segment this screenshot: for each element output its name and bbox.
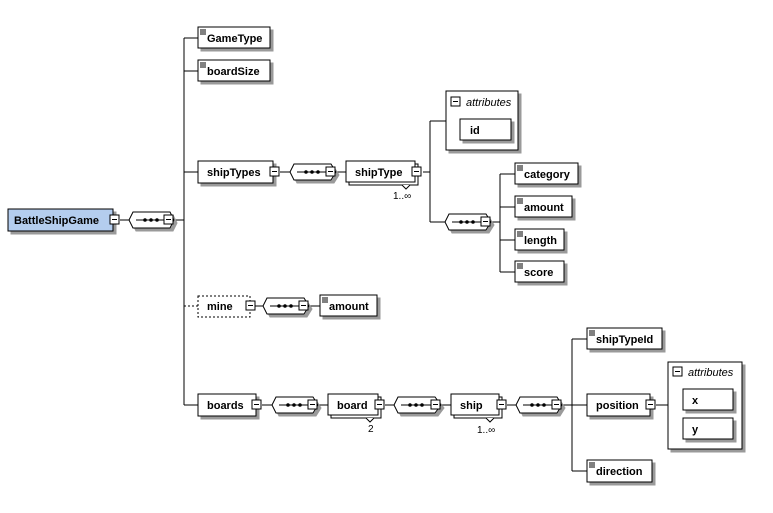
collapse-minus-icon[interactable]	[411, 166, 422, 177]
simple-type-icon	[589, 330, 595, 336]
sequence-compositor-icon[interactable]	[393, 396, 442, 414]
shiptype-occurrence: 1..∞	[393, 191, 411, 202]
element-score[interactable]: score	[514, 260, 565, 283]
element-boards[interactable]: boards	[197, 393, 262, 417]
element-boards-label: boards	[207, 400, 244, 412]
attribute-id-label: id	[470, 125, 480, 137]
collapse-minus-icon[interactable]	[430, 399, 441, 410]
element-shiptypeid[interactable]: shipTypeId	[586, 327, 663, 350]
element-boardsize-label: boardSize	[207, 66, 260, 78]
simple-type-icon	[517, 198, 523, 204]
element-gametype-label: GameType	[207, 33, 262, 45]
element-board-label: board	[337, 400, 368, 412]
collapse-minus-icon[interactable]	[551, 399, 562, 410]
element-position-label: position	[596, 400, 639, 412]
sequence-compositor-icon[interactable]	[262, 297, 310, 315]
element-gametype[interactable]: GameType	[197, 26, 271, 49]
element-mine-amount-label: amount	[329, 301, 369, 313]
attribute-y-label: y	[692, 424, 699, 436]
simple-type-icon	[589, 462, 595, 468]
simple-type-icon	[200, 62, 206, 68]
attribute-x-label: x	[692, 395, 699, 407]
attributes-title: attributes	[688, 367, 734, 379]
collapse-minus-icon[interactable]	[245, 300, 256, 311]
collapse-minus-icon[interactable]	[672, 366, 683, 377]
collapse-minus-icon[interactable]	[325, 166, 336, 177]
root-element-label: BattleShipGame	[14, 215, 99, 227]
element-length[interactable]: length	[514, 228, 565, 251]
simple-type-icon	[517, 263, 523, 269]
element-shiptypes[interactable]: shipTypes	[197, 160, 280, 184]
simple-type-icon	[200, 29, 206, 35]
connector-lines	[120, 37, 668, 472]
collapse-minus-icon[interactable]	[645, 399, 656, 410]
element-shiptypeid-label: shipTypeId	[596, 334, 653, 346]
sequence-compositor-icon[interactable]	[128, 211, 175, 229]
collapse-minus-icon[interactable]	[496, 399, 507, 410]
element-direction-label: direction	[596, 466, 643, 478]
element-shiptype-label: shipType	[355, 167, 402, 179]
collapse-minus-icon[interactable]	[163, 214, 174, 225]
element-ship[interactable]: ship 1..∞	[450, 393, 507, 436]
element-board[interactable]: board 2	[327, 393, 385, 435]
simple-type-icon	[517, 231, 523, 237]
element-score-label: score	[524, 267, 553, 279]
element-category[interactable]: category	[514, 162, 579, 185]
collapse-minus-icon[interactable]	[109, 214, 120, 225]
collapse-minus-icon[interactable]	[450, 96, 461, 107]
element-category-label: category	[524, 169, 571, 181]
element-length-label: length	[524, 235, 557, 247]
attribute-id[interactable]: id	[459, 118, 512, 141]
element-shiptypes-label: shipTypes	[207, 167, 261, 179]
element-mine[interactable]: mine	[197, 295, 256, 318]
simple-type-icon	[517, 165, 523, 171]
element-ship-label: ship	[460, 400, 483, 412]
element-amount-label: amount	[524, 202, 564, 214]
ship-occurrence: 1..∞	[477, 425, 495, 436]
sequence-compositor-icon[interactable]	[289, 163, 337, 181]
shiptype-attributes-group: attributes id	[445, 90, 519, 151]
attribute-y[interactable]: y	[682, 417, 734, 440]
simple-type-icon	[322, 297, 328, 303]
element-position[interactable]: position	[586, 393, 656, 417]
element-direction[interactable]: direction	[586, 459, 653, 483]
collapse-minus-icon[interactable]	[374, 399, 385, 410]
element-mine-amount[interactable]: amount	[319, 294, 378, 317]
sequence-compositor-icon[interactable]	[271, 396, 319, 414]
collapse-minus-icon[interactable]	[298, 300, 309, 311]
element-amount[interactable]: amount	[514, 195, 573, 218]
collapse-minus-icon[interactable]	[251, 399, 262, 410]
sequence-compositor-icon[interactable]	[515, 396, 563, 414]
collapse-minus-icon[interactable]	[480, 216, 491, 227]
sequence-compositor-icon[interactable]	[444, 213, 492, 231]
collapse-minus-icon[interactable]	[307, 399, 318, 410]
attributes-title: attributes	[466, 97, 512, 109]
attribute-x[interactable]: x	[682, 388, 734, 411]
element-mine-label: mine	[207, 301, 233, 313]
collapse-minus-icon[interactable]	[269, 166, 280, 177]
position-attributes-group: attributes x y	[667, 361, 743, 450]
root-element-battleshipgame[interactable]: BattleShipGame	[7, 208, 120, 232]
element-shiptype[interactable]: shipType 1..∞	[345, 160, 422, 202]
board-occurrence: 2	[368, 424, 374, 435]
element-boardsize[interactable]: boardSize	[197, 59, 271, 82]
